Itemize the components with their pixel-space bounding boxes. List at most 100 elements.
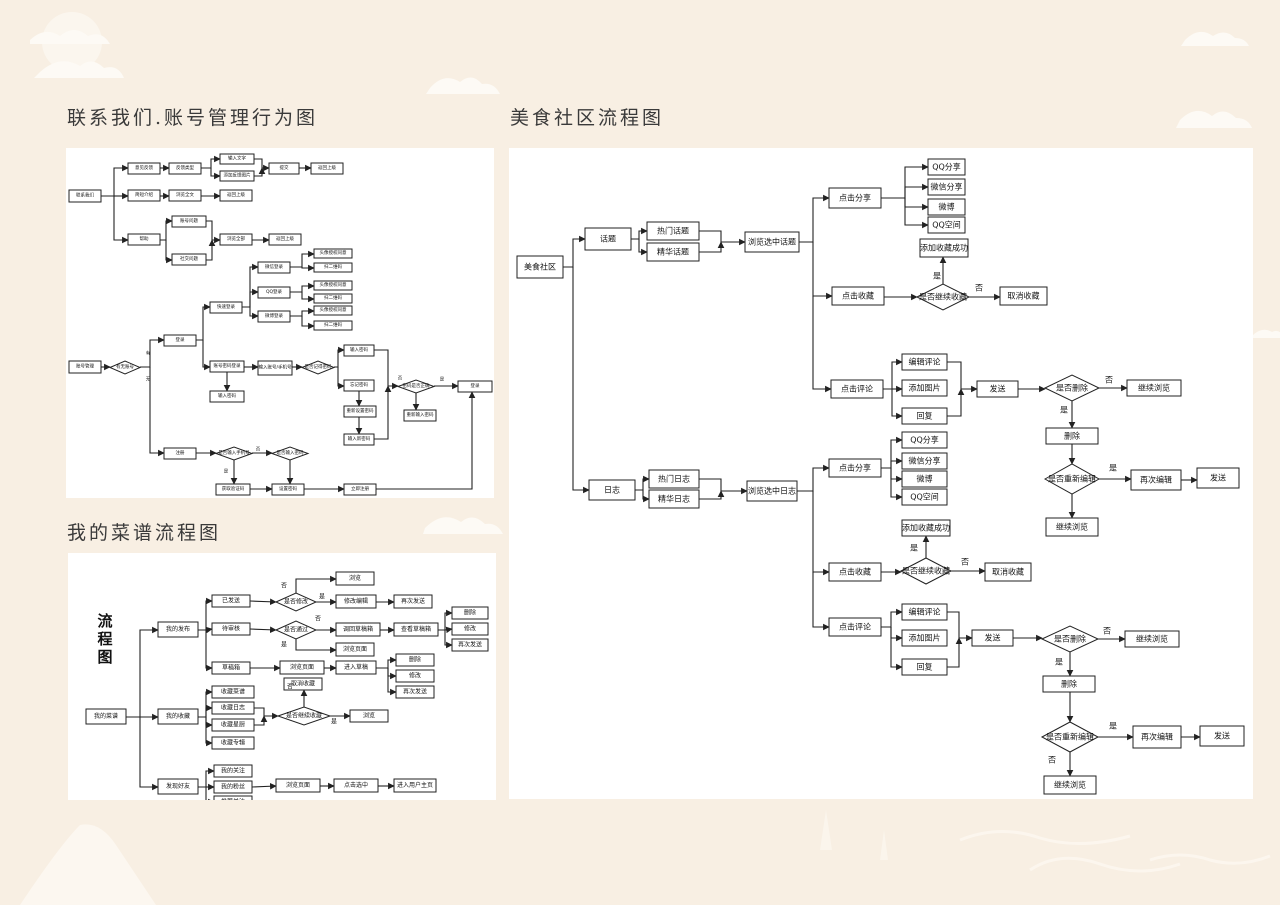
account-diagram-title: 联系我们.账号管理行为图	[67, 107, 319, 129]
process-box	[901, 519, 951, 537]
node-c_djpl1: 点击评论	[830, 379, 884, 399]
decision-diamond	[214, 446, 254, 461]
node-a_srmm: 输入密码	[209, 390, 245, 403]
process-box	[313, 293, 353, 304]
connector-arrow	[113, 196, 129, 244]
process-box	[646, 221, 700, 241]
node-r_djxz: 点击选中	[333, 778, 379, 793]
node-label: 头像授权同意	[320, 249, 347, 256]
node-a_fx5: 头像授权同意	[313, 305, 353, 316]
node-label: 微博	[939, 202, 955, 212]
node-label: 发送	[1214, 731, 1230, 741]
process-box	[393, 778, 437, 793]
node-label: 账号管理	[76, 363, 94, 370]
decision-diamond	[915, 283, 971, 311]
process-box	[343, 344, 375, 357]
process-box	[999, 286, 1048, 306]
connector-arrow	[444, 626, 453, 634]
node-a_fx4: 扫二维码	[313, 293, 353, 304]
node-label: 继续浏览	[1136, 634, 1168, 644]
edge-label: 否	[1105, 376, 1113, 385]
decision-diamond	[274, 620, 318, 640]
node-label: 删除	[1064, 431, 1080, 441]
connector-arrow	[205, 630, 213, 672]
node-r_sczj: 收藏专辑	[211, 736, 255, 750]
process-box	[828, 458, 882, 478]
connector-arrow	[699, 490, 725, 500]
node-c_rz: 日志	[588, 479, 636, 501]
process-box	[984, 562, 1032, 582]
node-r_ckcgx: 查看草稿箱	[393, 622, 439, 637]
connector-arrow	[812, 491, 830, 576]
node-c_tjtp2: 添加图片	[901, 629, 948, 647]
connector-arrow	[947, 388, 965, 417]
node-c_sfsc_d2: 是否删除	[1040, 625, 1100, 653]
node-r_sc2: 删除	[395, 653, 435, 667]
decision-diamond	[108, 360, 142, 375]
process-box	[395, 653, 435, 667]
connector-arrow	[139, 717, 159, 791]
process-box	[1196, 467, 1240, 489]
node-label: 是否继续收藏	[919, 292, 967, 302]
node-label: 查看草稿箱	[401, 625, 431, 633]
node-label: 微信登录	[265, 263, 283, 270]
node-label: 联系我们	[76, 192, 94, 199]
process-box	[451, 638, 489, 652]
node-label: 收藏专辑	[221, 739, 245, 747]
node-label: 再次发送	[458, 641, 482, 649]
node-a_hqyzm: 获取验证码	[215, 483, 251, 496]
node-r_sfxg: 是否修改	[274, 592, 318, 612]
process-box	[335, 642, 375, 657]
node-label: 添加图片	[909, 633, 941, 643]
node-label: 取消收藏	[1008, 291, 1040, 301]
node-label: 修改编辑	[344, 597, 368, 605]
node-label: 输入新密码	[348, 435, 371, 442]
node-label: 进入用户主页	[397, 781, 433, 789]
process-box	[127, 162, 161, 175]
connector-arrow	[947, 637, 963, 668]
node-c_sfsc2: 是否继续收藏	[899, 557, 953, 585]
process-box	[395, 669, 435, 683]
connector-arrow	[438, 609, 453, 631]
node-c_hf2: 回复	[901, 658, 948, 676]
node-label: 快速登录	[217, 303, 235, 310]
node-label: 有无账号	[116, 363, 134, 370]
process-box	[209, 390, 245, 403]
node-c_wx1: 微信分享	[927, 178, 966, 196]
connector-arrow	[149, 367, 165, 457]
recipe-heading-char: 程	[97, 630, 112, 648]
node-c_zcbj2: 再次编辑	[1132, 725, 1182, 749]
connector-arrow	[295, 639, 337, 654]
recipe-flowchart: 我的菜谱我的发布我的收藏发现好友已发送待审核草稿箱是否修改浏览修改编辑再次发送是…	[85, 571, 489, 800]
node-r_dsh: 待审核	[211, 622, 251, 636]
edge-label: 是	[1109, 722, 1117, 731]
node-label: 头像授权同意	[320, 306, 347, 313]
node-label: 修改	[464, 625, 476, 633]
node-label: 设置密码	[279, 485, 297, 492]
node-label: 收藏星厨	[221, 721, 245, 729]
node-label: 意见反馈	[135, 164, 153, 171]
node-a_sjh_q: 是否输入手机号	[214, 446, 254, 461]
process-box	[283, 677, 323, 691]
process-box	[395, 685, 435, 699]
node-a_llqw: 浏览全文	[168, 189, 202, 202]
connector-arrow	[242, 263, 259, 308]
process-box	[457, 380, 493, 393]
node-label: 热门话题	[657, 226, 689, 236]
process-box	[313, 248, 353, 259]
node-label: 是否继续收藏	[902, 566, 950, 576]
connector-arrow	[196, 303, 211, 341]
process-box	[343, 379, 375, 392]
node-label: 再次发送	[403, 688, 427, 696]
node-label: 继续浏览	[1138, 383, 1170, 393]
process-box	[157, 621, 199, 638]
connector-arrow	[301, 264, 315, 272]
node-a_srwz: 输入文字	[219, 153, 255, 165]
node-a_sjwt: 社交问题	[171, 253, 207, 266]
node-c_sfsc1: 是否继续收藏	[915, 283, 971, 311]
node-a_sjmm: 账号密码登录	[209, 360, 245, 373]
process-box	[1130, 469, 1182, 491]
process-box	[313, 262, 353, 273]
process-box	[901, 353, 948, 371]
node-c_bjpl2: 编辑评论	[901, 603, 948, 621]
